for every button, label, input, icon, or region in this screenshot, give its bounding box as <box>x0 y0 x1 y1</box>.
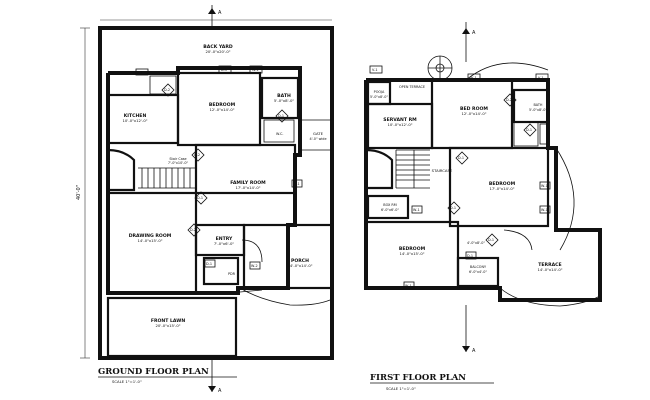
ff-terrace-label: TERRACE <box>538 262 561 268</box>
ff-bath2-walls <box>512 88 550 124</box>
svg-text:W-1: W-1 <box>470 76 477 80</box>
gf-total-dim: 40'-0" <box>76 185 82 200</box>
gf-section-mark-bottom: A <box>218 388 222 394</box>
ground-floor-plan: 40'-0" A A BACK YARD 20'-0"x20'-0" KITCH… <box>76 5 334 394</box>
ff-section-mark-top: A <box>472 30 476 36</box>
ff-scale: SCALE 1"=1'-0" <box>386 386 416 391</box>
svg-text:W-1: W-1 <box>413 208 420 212</box>
svg-text:D-2: D-2 <box>506 98 512 102</box>
gf-stair-dims: 7'-0"x10'-0" <box>168 161 189 165</box>
ff-bedroom3-label: BEDROOM <box>489 181 516 187</box>
gf-porch-dims: 14'-0"x14'-0" <box>287 263 312 268</box>
gf-gate-label: GATE <box>313 131 324 136</box>
ff-bedroom3-dims: 17'-0"x14'-0" <box>489 186 514 191</box>
gf-pdr-walls <box>202 256 240 286</box>
gf-title: GROUND FLOOR PLAN <box>98 367 209 377</box>
svg-text:W-1: W-1 <box>541 208 548 212</box>
gf-porch-label: PORCH <box>291 258 309 264</box>
gf-drawing-room-walls <box>106 191 198 295</box>
ff-door-tags: V-1 W-1 V-1 D-2 D-1 D-1 D-1 D-1 W-1 W-1 … <box>369 65 551 290</box>
svg-text:W-2: W-2 <box>251 264 258 268</box>
gf-family-room-dims: 17'-0"x14'-0" <box>235 185 260 190</box>
gf-front-lawn-label: FRONT LAWN <box>151 318 186 324</box>
svg-text:V-1: V-1 <box>372 68 378 72</box>
gf-entry-dims: 7'-0"x6'-0" <box>214 241 234 246</box>
ff-balcony-dims: 6'-0"x4'-0" <box>469 270 488 274</box>
gf-backyard-dims: 20'-0"x20'-0" <box>205 49 230 54</box>
ff-box-room-dims: 6'-0"x6'-0" <box>381 208 400 212</box>
svg-text:D-1: D-1 <box>467 254 473 258</box>
svg-text:D-1: D-1 <box>526 128 532 132</box>
gf-front-lawn-walls <box>106 296 238 358</box>
ff-terrace-dims: 14'-0"x14'-0" <box>537 267 562 272</box>
svg-text:D-1: D-1 <box>197 196 203 200</box>
gf-front-lawn-dims: 20'-0"x15'-0" <box>155 323 180 328</box>
svg-text:D-2: D-2 <box>194 153 200 157</box>
ff-servant-label: SERVANT RM <box>383 117 417 123</box>
svg-text:V-1: V-1 <box>538 76 544 80</box>
svg-text:W-1: W-1 <box>405 284 412 288</box>
gf-drawing-room-label: DRAWING ROOM <box>129 233 172 239</box>
ff-pooja-label: POOJA <box>374 90 385 94</box>
ff-bedroom4-label: BEDROOM <box>399 246 426 252</box>
gf-drawing-room-dims: 14'-0"x15'-0" <box>137 238 162 243</box>
ff-box-room-label: BOX RM <box>383 203 396 207</box>
svg-text:D-2: D-2 <box>190 228 196 232</box>
ff-box-room-walls <box>366 194 410 220</box>
first-floor-plan: A A POOJA 5'-0"x8'-0" OPEN TERRACE SERVA… <box>364 22 602 391</box>
ff-bedroom4-walls <box>364 220 460 290</box>
ff-bedroom3-walls <box>448 146 550 228</box>
gf-bath-label: BATH <box>277 93 291 99</box>
svg-text:D-1: D-1 <box>206 262 212 266</box>
gf-bedroom-dims: 12'-0"x14'-0" <box>209 107 234 112</box>
gf-stair-treads <box>138 167 196 189</box>
ff-bedroom2-dims: 12'-0"x14'-0" <box>461 111 486 116</box>
svg-text:D-1: D-1 <box>458 156 464 160</box>
svg-text:D-1: D-1 <box>278 114 284 118</box>
svg-text:D-1: D-1 <box>488 238 494 242</box>
gf-section-mark-top: A <box>218 10 222 16</box>
ff-stair-walls <box>365 148 394 190</box>
ff-stair-label: STAIRCASE <box>432 168 453 173</box>
gf-porch-walls <box>242 223 334 290</box>
gf-stair-walls <box>107 148 136 192</box>
gf-bedroom-label: BEDROOM <box>209 102 236 108</box>
gf-wc-label: W.C. <box>276 132 284 136</box>
ff-balcony-walls <box>456 256 500 288</box>
gf-bath-dims: 5'-0"x8'-0" <box>274 98 294 103</box>
ff-bath2-dims: 5'-0"x8'-0" <box>529 108 548 112</box>
gf-gate-dims: 4'-0" wide <box>309 137 326 141</box>
ff-balcony-label: BALCONY <box>470 265 487 269</box>
ff-stair-treads <box>395 149 430 189</box>
ff-pooja-dims: 5'-0"x8'-0" <box>370 95 389 99</box>
gf-pdr-label: PDR <box>228 272 236 276</box>
gf-family-room-label: FAMILY ROOM <box>230 180 266 186</box>
gf-backyard-label: BACK YARD <box>203 44 233 50</box>
svg-text:W-1: W-1 <box>293 182 300 186</box>
gf-door-tags: D-1 W-1 D-2 D-1 D-2 D-1 D-2 W-2 W-1 V-1 … <box>135 65 303 270</box>
ff-bedroom2-label: BED ROOM <box>460 106 488 112</box>
ff-bath2-label: BATH <box>533 103 542 107</box>
gf-kitchen-dims: 10'-0"x12'-0" <box>122 118 147 123</box>
ff-bedroom4-dims: 14'-0"x15'-0" <box>399 251 424 256</box>
gf-entry-label: ENTRY <box>216 236 233 242</box>
ff-open-terrace-label: OPEN TERRACE <box>399 85 425 89</box>
gf-scale: SCALE 1"=1'-0" <box>112 379 142 384</box>
gf-stair-label: Stair Case <box>169 157 186 161</box>
gf-plot-boundary <box>98 26 334 360</box>
svg-text:D-1: D-1 <box>221 68 227 72</box>
gf-family-room-walls <box>194 143 297 195</box>
gf-bath-walls <box>260 76 300 120</box>
ff-section-mark-bottom: A <box>472 348 476 354</box>
svg-text:W-1: W-1 <box>252 68 259 72</box>
ff-title: FIRST FLOOR PLAN <box>370 373 466 383</box>
svg-text:V-1: V-1 <box>137 71 143 75</box>
ff-passage-dims: 4'-0"x8'-0" <box>467 241 486 245</box>
svg-text:D-2: D-2 <box>164 88 170 92</box>
svg-text:D-1: D-1 <box>450 206 456 210</box>
svg-text:W-1: W-1 <box>541 184 548 188</box>
ff-servant-dims: 10'-0"x12'-0" <box>387 122 412 127</box>
gf-kitchen-label: KITCHEN <box>124 113 147 119</box>
